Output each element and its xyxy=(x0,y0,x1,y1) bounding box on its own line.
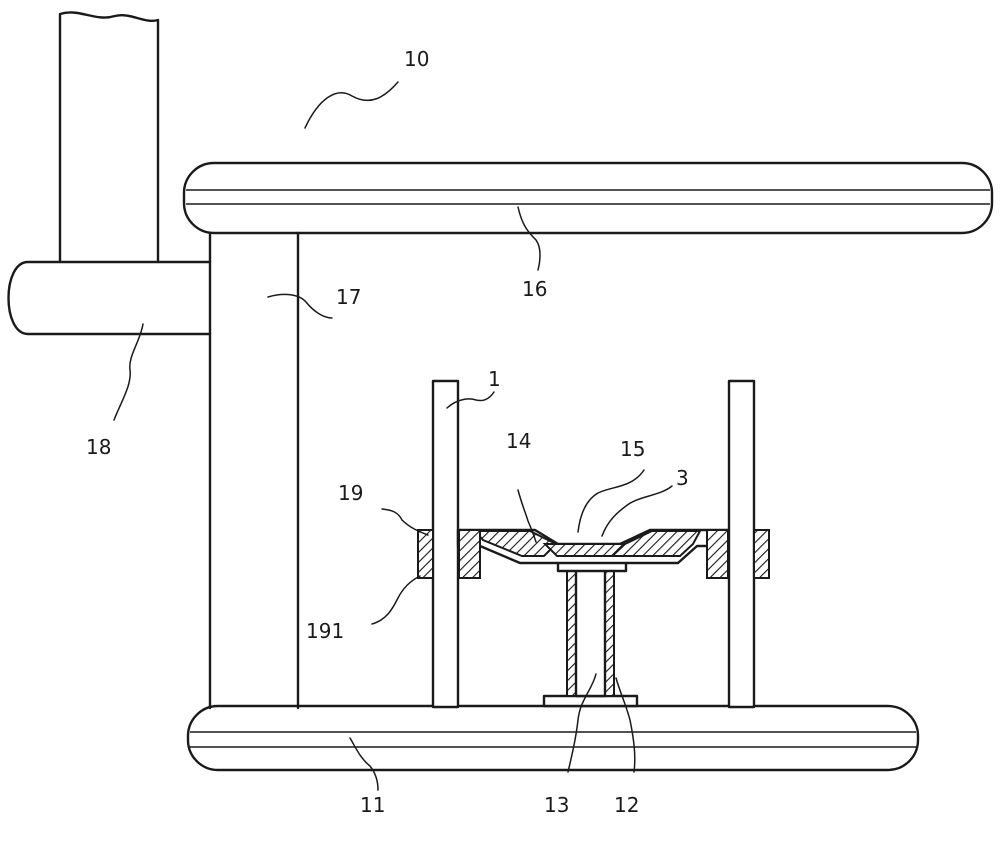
label-11: 11 xyxy=(360,793,385,817)
label-14: 14 xyxy=(506,429,531,453)
top-rail-16 xyxy=(182,161,994,235)
label-12: 12 xyxy=(614,793,639,817)
label-3: 3 xyxy=(676,466,689,490)
label-15: 15 xyxy=(620,437,645,461)
leader-lines xyxy=(113,81,673,791)
clamp-left-outer xyxy=(417,529,434,579)
bottom-rail-11 xyxy=(186,704,920,772)
seat-plate-14 xyxy=(456,528,730,578)
vertical-post xyxy=(58,11,160,264)
reference-labels: 10 16 17 18 1 14 15 3 19 191 11 13 12 xyxy=(86,47,689,817)
label-10: 10 xyxy=(404,47,429,71)
label-1: 1 xyxy=(488,367,501,391)
side-arm-18 xyxy=(7,260,212,336)
support-column-12 xyxy=(542,560,639,708)
label-19: 19 xyxy=(338,481,363,505)
label-191: 191 xyxy=(306,619,344,643)
frame-column-17 xyxy=(208,231,300,710)
label-17: 17 xyxy=(336,285,361,309)
label-13: 13 xyxy=(544,793,569,817)
clamp-right-inner xyxy=(706,529,729,579)
guide-rod-left xyxy=(431,379,460,709)
guide-rod-right xyxy=(727,379,756,709)
label-18: 18 xyxy=(86,435,111,459)
clamp-left-inner xyxy=(458,529,481,579)
clamp-right-outer xyxy=(753,529,770,579)
label-16: 16 xyxy=(522,277,547,301)
